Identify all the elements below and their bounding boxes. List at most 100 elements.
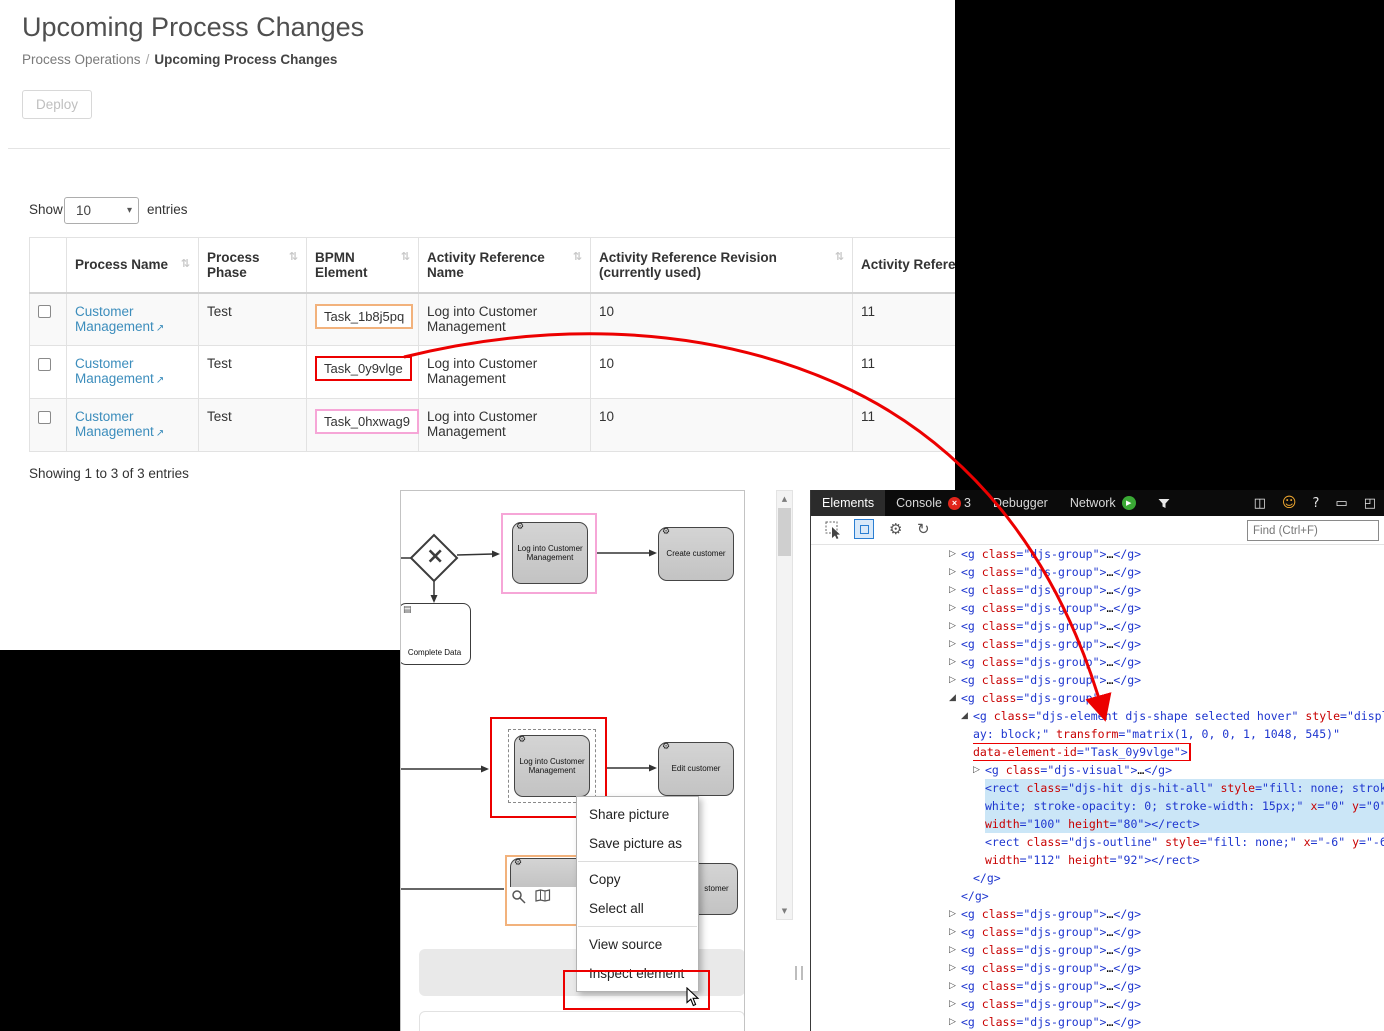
table-row[interactable]: Customer Management↗ Test Task_1b8j5pq L… (29, 292, 1101, 346)
undock-panel-icon[interactable]: ◫ (1253, 495, 1266, 511)
dom-tree-line[interactable]: <rect class="djs-outline" style="fill: n… (811, 833, 1384, 851)
header-bpmn-element[interactable]: ⇅BPMN Element (306, 237, 419, 294)
dock-icon[interactable]: ◰ (1363, 495, 1376, 511)
dom-tree-line[interactable]: ▷<g class="djs-group">…</g> (949, 925, 1142, 939)
expanded-arrow-icon[interactable]: ◢ (961, 711, 968, 721)
map-icon[interactable] (535, 889, 551, 903)
dom-tree-line[interactable]: <rect class="djs-hit djs-hit-all" style=… (811, 779, 1384, 797)
collapsed-arrow-icon[interactable]: ▷ (949, 621, 956, 631)
table-row[interactable]: Customer Management↗ Test Task_0y9vlge L… (29, 345, 1101, 399)
collapsed-arrow-icon[interactable]: ▷ (949, 909, 956, 919)
row-checkbox[interactable] (38, 357, 51, 371)
scrollbar-thumb[interactable] (778, 508, 791, 556)
row-checkbox[interactable] (38, 410, 51, 424)
dom-tree-line[interactable]: width="112" height="92"></rect> (811, 851, 1384, 869)
collapsed-arrow-icon[interactable]: ▷ (949, 603, 956, 613)
find-input[interactable] (1247, 520, 1379, 541)
task-log-into-customer-management-selected[interactable]: ⚙ Log into Customer Management (514, 735, 590, 797)
entries-length-select[interactable]: 10 ▾ (64, 197, 139, 224)
collapsed-arrow-icon[interactable]: ▷ (949, 585, 956, 595)
dom-tree-line[interactable]: ▷<g class="djs-group">…</g> (949, 655, 1142, 669)
monitor-icon[interactable]: ▭ (1335, 495, 1348, 511)
more-tabs-funnel-icon[interactable] (1147, 490, 1181, 516)
collapsed-arrow-icon[interactable]: ▷ (949, 657, 956, 667)
menu-item-view-source[interactable]: View source (589, 937, 663, 952)
sort-icon[interactable]: ⇅ (288, 249, 298, 263)
header-activity-reference-name[interactable]: ⇅Activity Reference Name (418, 237, 591, 294)
sort-icon[interactable]: ⇅ (180, 257, 190, 271)
sort-icon[interactable]: ⇅ (400, 249, 410, 263)
collapsed-arrow-icon[interactable]: ▷ (949, 1017, 956, 1027)
table-row[interactable]: Customer Management↗ Test Task_0hxwag9 L… (29, 398, 1101, 452)
process-name-link[interactable]: Customer Management↗ (75, 409, 165, 439)
collapsed-arrow-icon[interactable]: ▷ (949, 927, 956, 937)
dom-tree-line[interactable]: ay: block;" transform="matrix(1, 0, 0, 1… (811, 725, 1384, 743)
menu-item-select-all[interactable]: Select all (589, 901, 644, 916)
collapsed-arrow-icon[interactable]: ▷ (949, 945, 956, 955)
menu-item-copy[interactable]: Copy (589, 872, 621, 887)
dom-tree-line[interactable]: ▷<g class="djs-group">…</g> (949, 601, 1142, 615)
dom-tree-line[interactable]: ▷<g class="djs-group">…</g> (949, 1015, 1142, 1029)
feedback-smiley-icon[interactable]: ☺ (1281, 495, 1297, 511)
dom-tree-line[interactable]: ▷<g class="djs-group">…</g> (949, 997, 1142, 1011)
shape-complete-data[interactable]: ▤ Complete Data (401, 603, 471, 665)
dom-tree-line[interactable]: ▷<g class="djs-group">…</g> (949, 673, 1142, 687)
dom-tree-line[interactable]: ▷<g class="djs-group">…</g> (949, 619, 1142, 633)
menu-item-share-picture[interactable]: Share picture (589, 807, 670, 822)
collapsed-arrow-icon[interactable]: ▷ (949, 999, 956, 1009)
dom-tree-line[interactable]: ▷<g class="djs-visual">…</g> (973, 763, 1173, 777)
dom-tree-line[interactable]: ▷<g class="djs-group">…</g> (949, 907, 1142, 921)
refresh-icon[interactable]: ↻ (917, 520, 930, 538)
dom-tree-line[interactable]: ▷<g class="djs-group">…</g> (949, 943, 1142, 957)
sort-icon[interactable]: ⇅ (572, 249, 582, 263)
tab-elements[interactable]: Elements (811, 490, 886, 516)
dom-tree-line[interactable]: ▷<g class="djs-group">…</g> (949, 961, 1142, 975)
task-log-into-customer-management[interactable]: ⚙ Log into Customer Management (512, 522, 588, 584)
collapsed-arrow-icon[interactable]: ▷ (949, 549, 956, 559)
gear-icon[interactable]: ⚙ (889, 520, 903, 538)
breadcrumb-parent[interactable]: Process Operations (22, 52, 141, 67)
process-name-link[interactable]: Customer Management↗ (75, 303, 165, 334)
tab-console[interactable]: Console × 3 (885, 490, 982, 516)
dom-tree-line[interactable]: ▷<g class="djs-group">…</g> (949, 637, 1142, 651)
tab-network[interactable]: Network ▶ (1059, 490, 1147, 516)
collapsed-arrow-icon[interactable]: ▷ (949, 675, 956, 685)
panel-bar[interactable] (419, 1011, 744, 1031)
dom-tree-line[interactable]: white; stroke-opacity: 0; stroke-width: … (811, 797, 1384, 815)
collapsed-arrow-icon[interactable]: ▷ (949, 639, 956, 649)
scroll-down-icon[interactable]: ▼ (777, 903, 792, 919)
expanded-arrow-icon[interactable]: ◢ (949, 693, 956, 703)
process-name-link[interactable]: Customer Management↗ (75, 356, 165, 386)
dom-tree-line[interactable]: </g> (811, 887, 1384, 905)
dom-tree-line[interactable]: data-element-id="Task_0y9vlge"> (811, 743, 1384, 761)
dom-tree-line[interactable]: ◢<g class="djs-element djs-shape selecte… (961, 709, 1384, 723)
highlight-elements-toggle[interactable] (854, 519, 874, 539)
collapsed-arrow-icon[interactable]: ▷ (949, 567, 956, 577)
dom-tree-line[interactable]: ▷<g class="djs-group">…</g> (949, 547, 1142, 561)
dom-tree-line[interactable]: ▷<g class="djs-group">…</g> (949, 979, 1142, 993)
collapsed-arrow-icon[interactable]: ▷ (949, 963, 956, 973)
row-checkbox[interactable] (38, 305, 51, 319)
menu-item-inspect-element[interactable]: Inspect element (589, 966, 685, 981)
dom-tree-line[interactable]: </g> (811, 869, 1384, 887)
vertical-scrollbar[interactable]: ▲ ▼ (776, 490, 793, 920)
splitter-handle[interactable] (795, 966, 803, 980)
task-create-customer[interactable]: ⚙ Create customer (658, 527, 734, 581)
collapsed-arrow-icon[interactable]: ▷ (949, 981, 956, 991)
dom-tree-line[interactable]: ◢<g class="djs-group"> (949, 691, 1107, 705)
zoom-icon[interactable] (511, 889, 527, 905)
header-process-name[interactable]: ⇅Process Name (66, 237, 199, 294)
deploy-button[interactable]: Deploy (22, 90, 93, 119)
tab-debugger[interactable]: Debugger (992, 496, 1048, 510)
task-edit-customer[interactable]: ⚙ Edit customer (658, 742, 734, 796)
task-fragment[interactable]: ⚙ (510, 858, 589, 887)
header-process-phase[interactable]: ⇅Process Phase (198, 237, 307, 294)
scroll-up-icon[interactable]: ▲ (777, 491, 792, 507)
header-activity-reference-revision-current[interactable]: ⇅Activity Reference Revision (currently … (590, 237, 853, 294)
collapsed-arrow-icon[interactable]: ▷ (973, 765, 980, 775)
dom-tree-line[interactable]: width="100" height="80"></rect> (811, 815, 1384, 833)
task-partially-hidden[interactable]: stomer (696, 863, 738, 915)
dom-tree-line[interactable]: ▷<g class="djs-group">…</g> (949, 583, 1142, 597)
dom-tree-line[interactable]: ▷<g class="djs-group">…</g> (949, 565, 1142, 579)
menu-item-save-picture-as[interactable]: Save picture as (589, 836, 683, 851)
